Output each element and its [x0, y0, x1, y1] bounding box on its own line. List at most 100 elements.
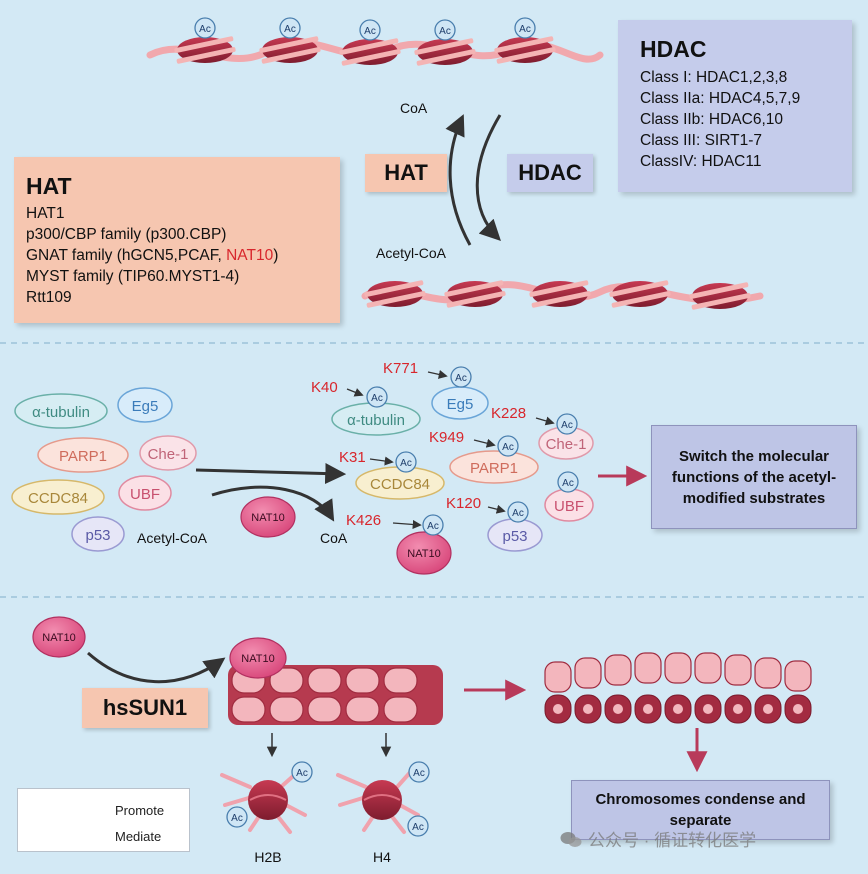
- chromosome-condense-box: Chromosomes condense and separate: [571, 780, 830, 840]
- svg-text:Che-1: Che-1: [148, 446, 189, 463]
- svg-text:α-tubulin: α-tubulin: [347, 412, 405, 429]
- switch-function-box: Switch the molecular functions of the ac…: [651, 425, 857, 529]
- svg-text:NAT10: NAT10: [251, 512, 284, 524]
- legend-promote-label: Promote: [115, 803, 165, 818]
- hdac-line-1: Class I: HDAC1,2,3,8: [640, 69, 788, 86]
- coa-label: CoA: [400, 100, 428, 116]
- nucleosome: [609, 280, 671, 308]
- nat10-autoacetylated: NAT10 Ac: [396, 514, 452, 575]
- ac-label: Ac: [364, 26, 376, 37]
- ac-label: Ac: [519, 24, 531, 35]
- svg-text:NAT10: NAT10: [407, 548, 440, 560]
- histone-h4: Ac Ac H4: [336, 761, 430, 865]
- deacetylation-arrow: [475, 114, 502, 241]
- h4-label: H4: [373, 849, 391, 865]
- substrate-eg5-free: Eg5: [117, 387, 173, 423]
- svg-text:UBF: UBF: [130, 486, 160, 503]
- svg-text:UBF: UBF: [554, 498, 584, 515]
- hat-family-box: HAT HAT1 p300/CBP family (p300.CBP) GNAT…: [14, 157, 340, 323]
- site-k949: K949: [429, 429, 464, 446]
- coa-label-mid: CoA: [320, 530, 348, 546]
- site-k228: K228: [491, 405, 526, 422]
- svg-text:NAT10: NAT10: [241, 653, 274, 665]
- substrate-ccdc84-free: CCDC84: [11, 479, 105, 515]
- nucleosome: [364, 280, 426, 308]
- svg-text:Ac: Ac: [561, 420, 573, 431]
- watermark-text: 公众号 · 循证转化医学: [588, 831, 757, 850]
- svg-text:Ac: Ac: [413, 768, 425, 779]
- nat10-recruit-arrow: [87, 651, 226, 684]
- legend-mediate-label: Mediate: [115, 829, 162, 844]
- svg-text:Ac: Ac: [371, 393, 383, 404]
- hdac-box-title: HDAC: [640, 36, 707, 62]
- legend: Promote Mediate: [17, 788, 190, 852]
- svg-text:p53: p53: [85, 527, 110, 544]
- svg-text:PARP1: PARP1: [470, 460, 518, 477]
- substrate-parp1-acetylated: PARP1 Ac: [449, 435, 539, 484]
- svg-text:Eg5: Eg5: [447, 396, 474, 413]
- substrate-ubf-free: UBF: [118, 475, 172, 511]
- acetylated-chromatin-fiber: Ac Ac Ac Ac: [146, 17, 604, 66]
- nucleosome: Ac: [259, 17, 321, 64]
- svg-text:Ac: Ac: [412, 822, 424, 833]
- nucleosome: Ac: [414, 19, 476, 66]
- nucleosome: Ac: [339, 19, 401, 66]
- hdac-line-3: Class IIb: HDAC6,10: [640, 111, 783, 128]
- ac-label: Ac: [439, 26, 451, 37]
- histone-h2b: Ac Ac H2B: [220, 761, 313, 865]
- svg-text:Ac: Ac: [502, 442, 514, 453]
- hat-box-title: HAT: [26, 173, 72, 199]
- svg-text:Ac: Ac: [512, 508, 524, 519]
- acetylation-arrow: [445, 114, 472, 246]
- hdac-line-4: Class III: SIRT1-7: [640, 132, 763, 149]
- nucleosome: Ac: [494, 17, 556, 64]
- svg-text:p53: p53: [502, 528, 527, 545]
- svg-text:α-tubulin: α-tubulin: [32, 404, 90, 421]
- ac-label: Ac: [199, 24, 211, 35]
- substrate-tubulin-free: α-tubulin: [14, 393, 108, 429]
- acetyl-coa-label: Acetyl-CoA: [376, 245, 447, 261]
- nucleosome: Ac: [174, 17, 236, 64]
- acetylation-mediate-arrow: [195, 463, 347, 485]
- svg-text:Ac: Ac: [455, 373, 467, 384]
- hdac-line-2: Class IIa: HDAC4,5,7,9: [640, 90, 801, 107]
- svg-text:Che-1: Che-1: [546, 436, 587, 453]
- svg-text:Ac: Ac: [427, 521, 439, 532]
- substrate-ccdc84-acetylated: CCDC84 Ac: [355, 451, 445, 500]
- watermark: 公众号 · 循证转化医学: [560, 826, 756, 851]
- acetyl-coa-label-mid: Acetyl-CoA: [137, 530, 208, 546]
- hssun1-tag: hsSUN1: [82, 688, 208, 728]
- site-k120: K120: [446, 495, 481, 512]
- acetyl-coa-consume-arrow: [211, 485, 335, 522]
- hat-line-2: p300/CBP family (p300.CBP): [26, 226, 227, 243]
- nat10-on-chromatin: NAT10: [229, 637, 287, 679]
- svg-text:PARP1: PARP1: [59, 448, 107, 465]
- nat10-enzyme-bottom-left: NAT10: [32, 616, 86, 658]
- nucleosome: [689, 282, 751, 310]
- substrate-eg5-acetylated: Eg5 Ac: [431, 366, 489, 420]
- substrate-ubf-acetylated: UBF Ac: [544, 471, 594, 522]
- deacetylated-chromatin-fiber: [361, 280, 764, 310]
- substrate-tubulin-acetylated: α-tubulin Ac: [331, 386, 421, 436]
- svg-text:Ac: Ac: [562, 478, 574, 489]
- site-k426: K426: [346, 512, 381, 529]
- svg-text:Ac: Ac: [400, 458, 412, 469]
- svg-text:NAT10: NAT10: [42, 632, 75, 644]
- hdac-tag: HDAC: [507, 154, 593, 192]
- site-k31: K31: [339, 449, 366, 466]
- hat-line-1: HAT1: [26, 205, 65, 222]
- h2b-label: H2B: [254, 849, 281, 865]
- site-k40: K40: [311, 379, 338, 396]
- hat-line-3: GNAT family (hGCN5,PCAF, NAT10): [26, 247, 279, 264]
- ac-label: Ac: [284, 24, 296, 35]
- condensed-chromatin: [544, 652, 812, 724]
- hat-line-5: Rtt109: [26, 289, 72, 306]
- hat-tag: HAT: [365, 154, 447, 192]
- svg-text:Ac: Ac: [231, 813, 243, 824]
- hdac-class-box: HDAC Class I: HDAC1,2,3,8 Class IIa: HDA…: [618, 20, 852, 192]
- hdac-line-5: ClassIV: HDAC11: [640, 153, 762, 170]
- substrate-p53-free: p53: [71, 516, 125, 552]
- substrate-p53-acetylated: p53 Ac: [487, 501, 543, 552]
